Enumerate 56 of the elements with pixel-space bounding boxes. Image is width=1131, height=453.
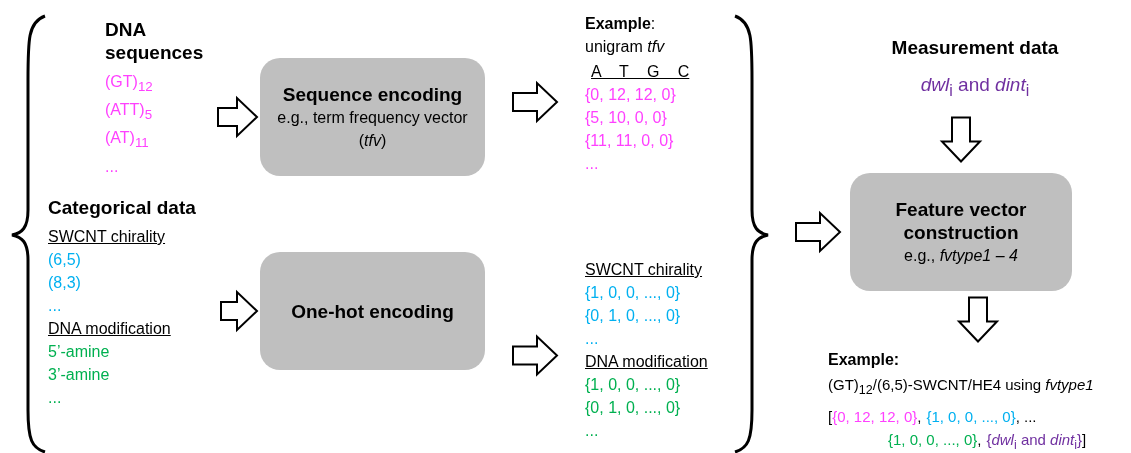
block-arrow xyxy=(939,116,983,163)
vector-text: {0, 12, 12, 0} xyxy=(585,85,677,105)
box-title: Feature vector construction xyxy=(894,197,1028,244)
box-subtitle: e.g., term frequency vector (tfv) xyxy=(276,107,469,151)
block-arrow xyxy=(512,334,559,377)
vector-text: {5, 10, 0, 0} xyxy=(585,108,668,128)
block-arrow xyxy=(795,210,842,254)
caption-text: (GT)$_{12}$/(6,5)-SWCNT/HE4 using fvtype1 xyxy=(828,375,1095,399)
sequence-text: (AT)$_{11}$ xyxy=(105,128,150,153)
block-arrow xyxy=(956,296,1000,343)
modification-text: 5’-amine xyxy=(48,342,111,362)
vector-text: {0, 1, 0, ..., 0} xyxy=(585,398,682,418)
block-arrow xyxy=(217,95,259,139)
modification-text: 3’-amine xyxy=(48,365,111,385)
box-subtitle: e.g., fvtype1 – 4 xyxy=(903,245,1019,266)
example-heading: Example: xyxy=(828,350,901,370)
ellipsis-text: ... xyxy=(48,388,63,408)
ellipsis-text: ... xyxy=(585,329,600,349)
formula-text: dwl$_{i}$ and dint$_{i}$ xyxy=(919,73,1031,101)
punctuation-text: , xyxy=(977,431,982,448)
heading-text: DNA sequences xyxy=(105,18,205,64)
category-heading: DNA modification xyxy=(585,352,709,372)
heading-text: Measurement data xyxy=(890,36,1060,59)
process-box xyxy=(260,58,485,176)
process-box xyxy=(850,173,1072,291)
chirality-text: (8,3) xyxy=(48,273,82,293)
punctuation-text: , ... xyxy=(1015,408,1037,425)
sequence-text: (ATT)$_{5}$ xyxy=(105,100,154,125)
bracket-text: [ xyxy=(828,408,833,425)
chirality-text: (6,5) xyxy=(48,250,82,270)
ellipsis-text: ... xyxy=(585,154,600,174)
heading-text: Categorical data xyxy=(48,196,197,219)
vector-text: {1, 0, 0, ..., 0} xyxy=(585,375,682,395)
vector-text: {11, 11, 0, 0} xyxy=(585,131,675,151)
block-arrow xyxy=(220,289,259,333)
ellipsis-text: ... xyxy=(585,421,600,441)
box-title: One-hot encoding xyxy=(290,299,455,323)
vector-text: {1, 0, 0, ..., 0} xyxy=(888,431,978,448)
bracket-text: ] xyxy=(1082,431,1087,448)
column-header: A T G C xyxy=(590,62,691,82)
block-arrow xyxy=(512,80,559,124)
vector-text: {0, 12, 12, 0} xyxy=(832,408,918,425)
category-heading: DNA modification xyxy=(48,319,172,339)
ellipsis-text: ... xyxy=(105,156,120,177)
caption-text: unigram tfv xyxy=(585,37,666,57)
vector-text: {1, 0, 0, ..., 0} xyxy=(926,408,1016,425)
category-heading: SWCNT chirality xyxy=(585,260,704,280)
punctuation-text: , xyxy=(917,408,922,425)
example-heading: Example: xyxy=(585,14,657,34)
process-box xyxy=(260,252,485,370)
box-title: Sequence encoding xyxy=(281,82,464,106)
sequence-text: (GT)$_{12}$ xyxy=(105,72,154,97)
vector-text: {0, 1, 0, ..., 0} xyxy=(585,306,682,326)
vector-text: {1, 0, 0, ..., 0} xyxy=(585,283,682,303)
ellipsis-text: ... xyxy=(48,296,63,316)
category-heading: SWCNT chirality xyxy=(48,227,167,247)
